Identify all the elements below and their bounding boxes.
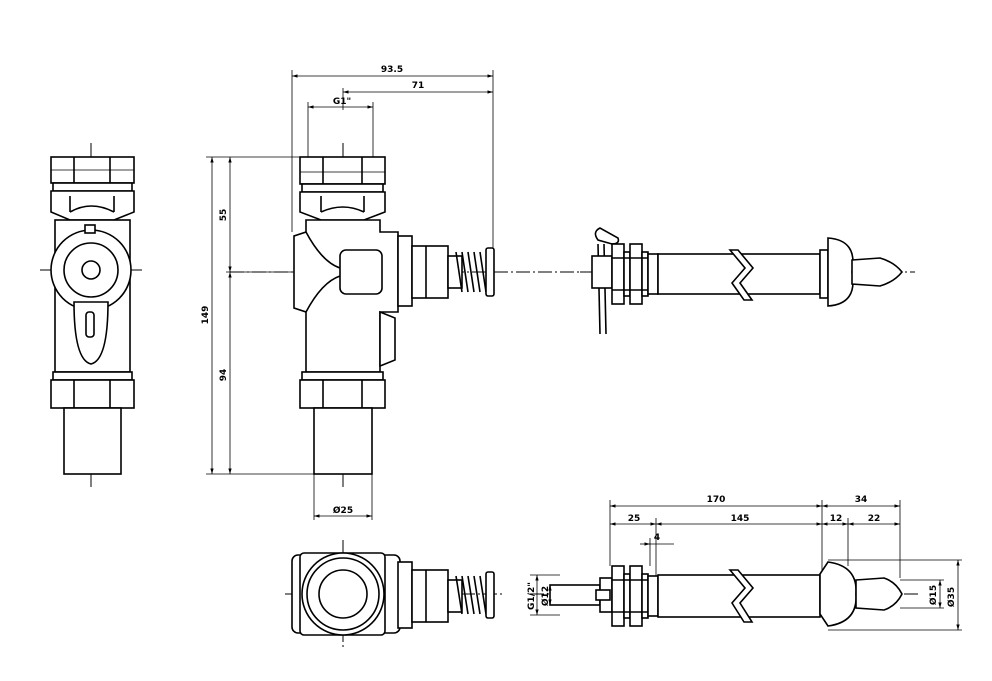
dim-button-length: 34 [855, 495, 868, 505]
dim-inlet-thread: G1" [333, 97, 351, 107]
dim-overall-width: 93.5 [381, 65, 403, 75]
dim-nut-length: 25 [628, 514, 641, 524]
spring-plan [455, 575, 487, 615]
extension-section [530, 561, 920, 627]
dim-tip-diameter: Ø15 [928, 585, 939, 605]
dim-total-height: 149 [201, 306, 211, 325]
dim-rod-diameter: Ø12 [540, 586, 551, 606]
dim-upper-height: 55 [219, 209, 229, 222]
dim-cap-length: 12 [830, 514, 843, 524]
spring-front [455, 251, 487, 293]
side-view [40, 143, 145, 490]
dim-thread-half-inch: G1/2" [527, 582, 537, 610]
dim-lower-height: 94 [219, 369, 229, 382]
dim-rod-length: 145 [731, 514, 750, 524]
dim-nut-gap: 4 [654, 533, 660, 543]
front-view-dimensions: 93.5 71 G1" 149 55 94 Ø25 [201, 65, 494, 520]
dim-extension-length: 170 [707, 495, 726, 505]
plan-view [285, 540, 505, 650]
dim-outlet-diameter: Ø25 [333, 505, 353, 516]
extension-assembly [580, 227, 915, 335]
dim-tip-length: 22 [868, 514, 881, 524]
dim-cap-diameter: Ø35 [946, 587, 957, 607]
front-view [230, 143, 580, 490]
dim-spindle-offset: 71 [412, 81, 425, 91]
extension-dimensions: 170 34 25 145 12 22 4 G1/2" Ø12 Ø15 Ø35 [527, 495, 962, 631]
